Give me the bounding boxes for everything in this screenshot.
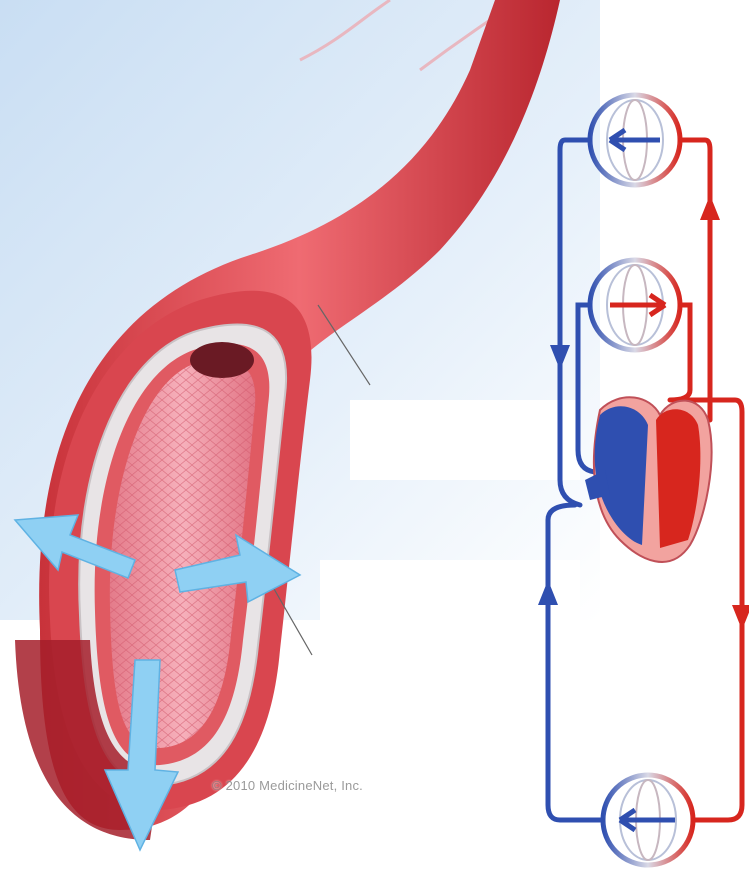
flow-direction-arrow-icon bbox=[732, 605, 749, 630]
background-white-block-lower bbox=[320, 560, 580, 875]
heart bbox=[585, 397, 712, 562]
flow-direction-arrow-icon bbox=[610, 295, 665, 315]
copyright-watermark: © 2010 MedicineNet, Inc. bbox=[212, 778, 363, 793]
artery-path bbox=[680, 140, 710, 420]
flow-direction-arrow-icon bbox=[700, 195, 720, 220]
background-white-block bbox=[350, 400, 580, 480]
flow-direction-arrow-icon bbox=[610, 130, 660, 150]
artery-lumen-opening bbox=[190, 342, 254, 378]
flow-direction-arrow-icon bbox=[620, 810, 675, 830]
